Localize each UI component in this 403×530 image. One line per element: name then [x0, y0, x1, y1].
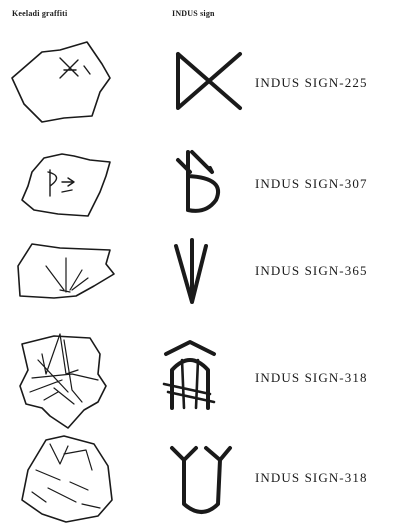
- sign-label: INDUS SIGN-318: [255, 470, 368, 486]
- indus-sign-307: [162, 130, 252, 230]
- sign-label: INDUS SIGN-318: [255, 370, 368, 386]
- comparison-row: INDUS SIGN-307: [0, 130, 403, 230]
- graffiti-sherd-2: [2, 130, 122, 230]
- header-keeladi-graffiti: Keeladi graffiti: [12, 9, 67, 18]
- graffiti-sherd-5: [2, 430, 122, 530]
- indus-sign-318: [162, 330, 252, 430]
- indus-sign-225: [162, 30, 252, 130]
- graffiti-sherd-1: [2, 30, 122, 130]
- sign-label: INDUS SIGN-365: [255, 263, 368, 279]
- indus-sign-318-variant: [162, 430, 252, 530]
- comparison-row: INDUS SIGN-365: [0, 230, 403, 330]
- comparison-row: INDUS SIGN-318: [0, 330, 403, 430]
- graffiti-sherd-4: [2, 330, 122, 430]
- comparison-row: INDUS SIGN-225: [0, 30, 403, 130]
- sign-label: INDUS SIGN-307: [255, 176, 368, 192]
- indus-sign-365: [162, 230, 252, 330]
- header-indus-sign: INDUS sign: [172, 9, 215, 18]
- graffiti-sherd-3: [2, 230, 122, 330]
- sign-label: INDUS SIGN-225: [255, 75, 368, 91]
- comparison-row: INDUS SIGN-318: [0, 430, 403, 530]
